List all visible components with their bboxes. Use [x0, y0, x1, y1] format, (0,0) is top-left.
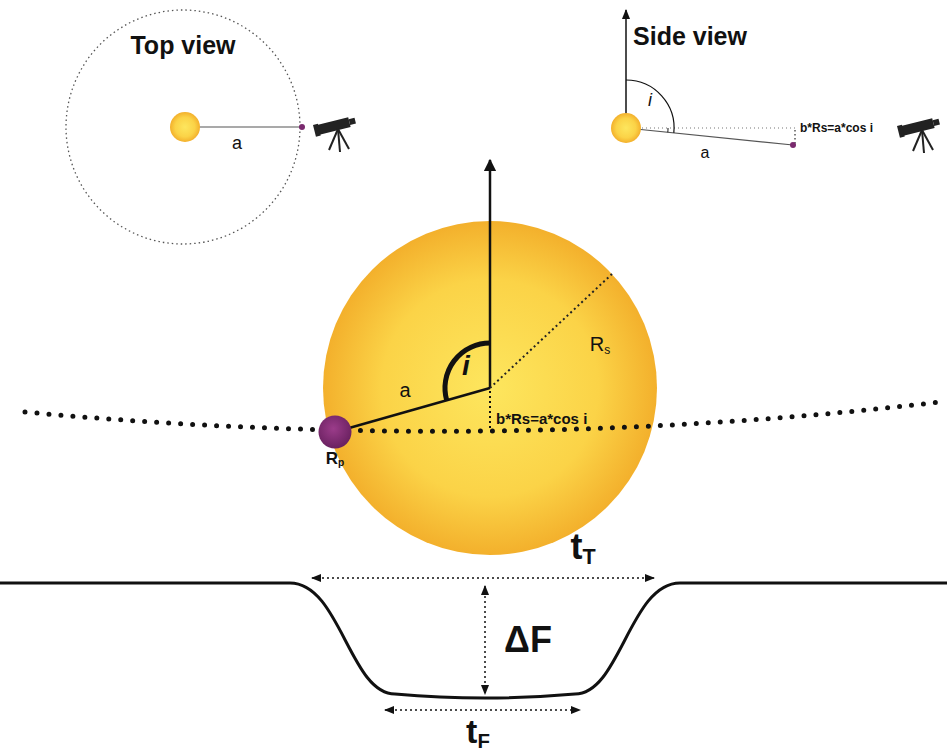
planet-dot [790, 142, 796, 148]
star-outline [323, 221, 657, 555]
duration-arrow [385, 709, 580, 711]
depth-label: ΔF [504, 622, 552, 658]
subscript: p [338, 457, 344, 468]
line-of-sight [626, 127, 795, 128]
orbit-outline [66, 10, 300, 244]
telescope-icon [313, 115, 357, 152]
angle-label: i [462, 352, 470, 380]
radius-label: Rp [326, 450, 345, 469]
duration-label: tT [570, 529, 595, 568]
angle-arc [667, 128, 668, 132]
symbol: t [570, 526, 582, 567]
symbol: t [466, 712, 477, 750]
light-curve [0, 583, 947, 698]
symbol: R [326, 449, 338, 468]
star-small [611, 113, 641, 143]
star-disc: RpiRsab*Rs=a*cos i [323, 221, 657, 555]
orbit-circle: Top view a [65, 9, 301, 245]
planet-disc: Rp [318, 415, 352, 449]
telescope-icon [897, 116, 941, 153]
depth-arrow [484, 586, 486, 694]
symbol: R [590, 333, 604, 355]
distance-label: a [701, 145, 710, 161]
view-title: Top view [130, 33, 235, 58]
distance-label: a [399, 380, 410, 400]
view-title: Side view [633, 24, 747, 49]
node-outline [323, 221, 657, 555]
distance-label: a [232, 134, 242, 152]
subscript: s [604, 343, 610, 357]
duration-arrow [312, 577, 654, 579]
radius-label: Rs [590, 334, 610, 356]
impact-offset [794, 130, 796, 144]
orbit-radius [185, 126, 302, 127]
angle-label: i [648, 91, 652, 109]
inclination-arc [626, 80, 674, 133]
subscript: F [477, 730, 489, 752]
formula-label: b*Rs=a*cos i [800, 122, 873, 134]
duration-label: tF [466, 714, 490, 752]
planet-outline [319, 416, 352, 449]
star-small [170, 112, 200, 142]
orbit-radius [626, 128, 793, 145]
formula-label: b*Rs=a*cos i [496, 411, 587, 426]
subscript: T [582, 544, 595, 569]
normal-axis [625, 10, 627, 128]
node-outline [318, 415, 352, 449]
